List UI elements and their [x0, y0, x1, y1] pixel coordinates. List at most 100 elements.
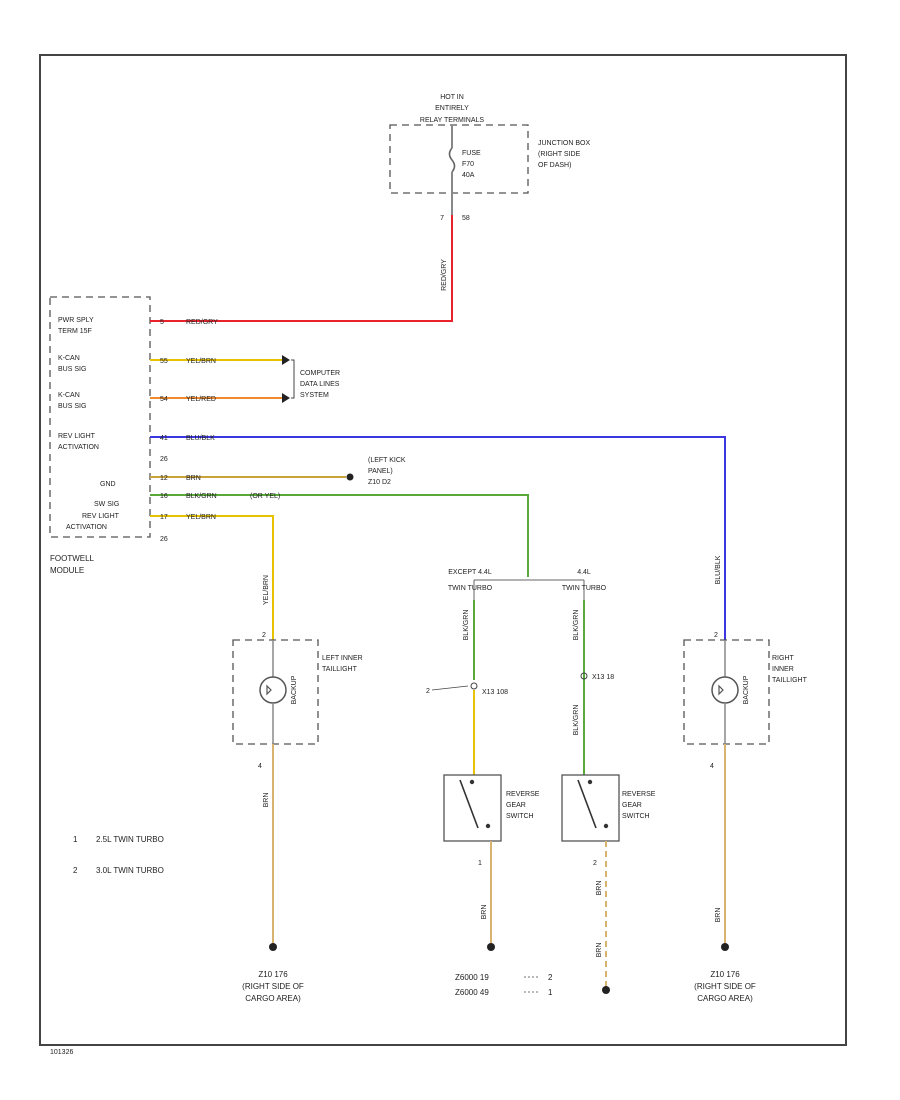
wire-yel-brn-kcan-label: YEL/BRN — [186, 358, 216, 365]
pin-label-rev2-2: ACTIVATION — [66, 524, 107, 531]
extra-pin-1: 26 — [160, 456, 168, 463]
fuse-label-2: F70 — [462, 161, 474, 168]
right-switch-blade-icon — [577, 779, 597, 829]
left-switch-label-2: GEAR — [506, 802, 526, 809]
left-switch-contact-top-icon — [469, 779, 475, 785]
right-taillight-pin-bottom: 4 — [710, 763, 714, 770]
ground-left-icon — [269, 943, 277, 951]
ground-middle-label-1: Z6000 19 — [455, 973, 489, 982]
wire-yel-red-label: YEL/RED — [186, 396, 216, 403]
pin-41-num: 41 — [160, 435, 168, 442]
splice-right-label-1: 4.4L — [577, 569, 591, 576]
wire-right-switch-label-bottom: BLK/GRN — [573, 705, 580, 736]
pin-label-kcan1-1: K-CAN — [58, 355, 80, 362]
right-taillight-pin-top: 2 — [714, 632, 718, 639]
left-switch-box — [443, 774, 502, 842]
left-bulb-icon — [259, 676, 287, 704]
diagram-frame — [39, 54, 847, 1046]
ground-right-label-2: (RIGHT SIDE OF — [694, 982, 756, 991]
left-switch-label-3: SWITCH — [506, 813, 534, 820]
kick-panel-ground-icon — [346, 473, 354, 481]
computer-data-bracket — [291, 359, 295, 399]
pin-label-kcan2-1: K-CAN — [58, 392, 80, 399]
wire-left-switch-label: BLK/GRN — [463, 610, 470, 641]
left-taillight-pin-top: 2 — [262, 632, 266, 639]
pin-label-gnd: GND — [100, 481, 116, 488]
hot-in-line-2: ENTIRELY — [435, 105, 469, 112]
junction-box — [389, 124, 529, 194]
pin-label-rev1-1: REV LIGHT — [58, 433, 96, 440]
wire-right-switch-ground-label-2: BRN — [596, 943, 603, 958]
wire-red-gry — [150, 228, 453, 322]
fuse-pin-left: 7 — [440, 215, 444, 222]
arrow-kcan2-icon — [282, 393, 290, 403]
kick-panel-label-2: PANEL) — [368, 468, 393, 475]
ground-middle-ref-2: 1 — [548, 988, 553, 997]
extra-pin-2: 26 — [160, 536, 168, 543]
right-switch-label-3: SWITCH — [622, 813, 650, 820]
right-bulb-label: BACKUP — [743, 675, 750, 704]
wire-blu-blk-label: BLU/BLK — [186, 435, 215, 442]
right-switch-contact-bottom-icon — [603, 823, 609, 829]
hot-in-line-3: RELAY TERMINALS — [420, 117, 485, 124]
diagram-id: 101326 — [50, 1049, 73, 1056]
left-switch-blade-icon — [459, 779, 479, 829]
left-bulb-label: BACKUP — [291, 675, 298, 704]
wire-yel-brn-taillight-label: YEL/BRN — [186, 514, 216, 521]
connector-x13-108-icon — [470, 682, 478, 690]
pin-label-swsig: SW SIG — [94, 501, 119, 508]
footwell-module-name-2: MODULE — [50, 566, 84, 575]
ground-left-label-2: (RIGHT SIDE OF — [242, 982, 304, 991]
left-taillight-label-2: TAILLIGHT — [322, 666, 358, 673]
junction-box-label-2: (RIGHT SIDE — [538, 151, 581, 158]
splice-left-label-2: TWIN TURBO — [448, 585, 493, 592]
pin-54-num: 54 — [160, 396, 168, 403]
wire-blk-grn — [150, 494, 529, 577]
right-taillight-label-1: RIGHT — [772, 655, 795, 662]
ground-right-label-3: CARGO AREA) — [697, 994, 753, 1003]
left-switch-label-1: REVERSE — [506, 791, 540, 798]
arrow-kcan1-icon — [282, 355, 290, 365]
left-reverse-switch: REVERSE GEAR SWITCH 1 — [443, 774, 540, 867]
legend-num-1: 1 — [73, 835, 78, 844]
right-taillight-box — [683, 639, 770, 745]
pin-label-rev1-2: ACTIVATION — [58, 444, 99, 451]
right-taillight: 2 BACKUP RIGHT INNER TAILLIGHT 4 — [683, 632, 808, 770]
connector-x13-108-label: X13 108 — [482, 689, 508, 696]
ground-left-label-1: Z10 176 — [258, 970, 288, 979]
fuse-pin-right: 58 — [462, 215, 470, 222]
splice-right-label-2: TWIN TURBO — [562, 585, 607, 592]
wire-blk-grn-extra: (OR YEL) — [250, 493, 280, 500]
junction-box-label-3: OF DASH) — [538, 162, 571, 169]
right-switch-box — [561, 774, 620, 842]
wire-left-switch-ground-label: BRN — [481, 905, 488, 920]
pin-16-num: 16 — [160, 493, 168, 500]
footwell-module-box — [49, 296, 151, 538]
ground-middle-ref-1: 2 — [548, 973, 553, 982]
hot-in-line-1: HOT IN — [440, 94, 464, 101]
left-switch-pin-bottom: 1 — [478, 860, 482, 867]
splice-section: EXCEPT 4.4L TWIN TURBO 4.4L TWIN TURBO — [448, 569, 607, 600]
right-switch-contact-top-icon — [587, 779, 593, 785]
fuse-label-1: FUSE — [462, 150, 481, 157]
fuse-label-3: 40A — [462, 172, 475, 179]
ground-middle-label-2: Z6000 49 — [455, 988, 489, 997]
wire-blu-blk — [150, 436, 726, 640]
kick-panel-label-3: Z10 D2 — [368, 479, 391, 486]
ground-right-icon — [721, 943, 729, 951]
computer-data-label-2: DATA LINES — [300, 381, 340, 388]
ground-middle-icon — [487, 943, 495, 951]
right-taillight-label-3: TAILLIGHT — [772, 677, 808, 684]
splice-left-label-1: EXCEPT 4.4L — [448, 569, 492, 576]
legend: 1 2.5L TWIN TURBO 2 3.0L TWIN TURBO — [73, 835, 164, 875]
wire-blk-grn-label: BLK/GRN — [186, 493, 217, 500]
left-switch-callout: 2 — [426, 688, 430, 695]
ground-right-label-1: Z10 176 — [710, 970, 740, 979]
right-taillight-label-2: INNER — [772, 666, 794, 673]
left-taillight-pin-bottom: 4 — [258, 763, 262, 770]
wire-blu-blk-vertical-label: BLU/BLK — [715, 555, 722, 584]
pin-55-num: 55 — [160, 358, 168, 365]
fuse-section: HOT IN ENTIRELY RELAY TERMINALS FUSE F70… — [389, 94, 590, 291]
wire-red-gry-label: RED/GRY — [186, 319, 218, 326]
